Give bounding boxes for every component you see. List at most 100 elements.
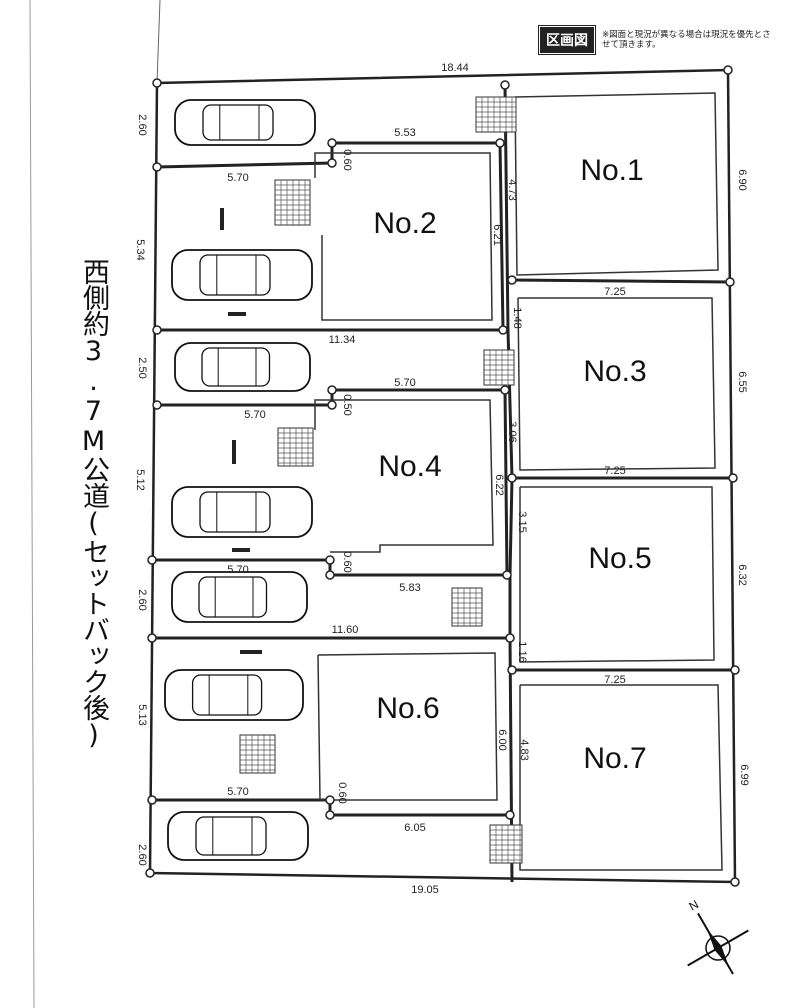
meter-box-icon (451, 587, 483, 627)
car-icon (171, 571, 308, 623)
lot-label-6: No.6 (376, 692, 439, 725)
dimension-label: 3.06 (506, 421, 518, 442)
boundary-marker (495, 138, 505, 148)
dimension-label: 0.60 (336, 782, 348, 803)
lot-1-3-line (511, 278, 731, 284)
dimension-label: 5.70 (394, 377, 415, 389)
car-icon (171, 249, 313, 301)
parking-cars (164, 99, 316, 861)
dimension-label: 6.32 (736, 564, 748, 585)
dimension-label: 4.83 (518, 739, 530, 760)
dimension-label: 4.73 (506, 179, 518, 200)
boundary-marker (728, 473, 738, 483)
dimension-label: 5.70 (244, 409, 265, 421)
boundary-marker (498, 325, 508, 335)
ground-mark (220, 208, 224, 230)
road-edge-line (156, 0, 161, 84)
meter-box-icon (475, 96, 517, 133)
lot-label-3: No.3 (583, 355, 646, 388)
lot-label-7: No.7 (583, 742, 646, 775)
ground-mark (232, 440, 236, 464)
boundary-marker (325, 570, 335, 580)
dimension-label: 7.25 (604, 465, 625, 477)
dimension-label: 0.60 (341, 551, 353, 572)
dimension-label: 11.34 (329, 334, 356, 346)
legend-note: ※図面と現況が異なる場合は現況を優先とさせて頂きます。 (602, 30, 771, 50)
dimension-label: 5.70 (227, 786, 248, 798)
boundary-marker (723, 65, 733, 75)
boundary-marker (502, 570, 512, 580)
dimension-label: 1.16 (516, 641, 528, 662)
dimension-label: 18.44 (441, 62, 469, 74)
dimension-label: 3.15 (516, 511, 528, 532)
road-label: 西側約3.7M公道(セットバック後) (78, 258, 109, 750)
ground-mark (232, 548, 250, 552)
site-boundary (148, 68, 737, 884)
dimension-label: 0.60 (341, 149, 353, 170)
meter-boxes (239, 96, 523, 864)
boundary-marker (327, 138, 337, 148)
dimension-label: 5.70 (227, 172, 248, 184)
legend-title: 区画図 (538, 25, 596, 55)
lot-2-boundary (156, 141, 505, 332)
lot-lines (152, 84, 735, 883)
ground-mark (240, 650, 262, 654)
meter-box-icon (277, 427, 314, 467)
dimension-label: 19.05 (411, 884, 439, 896)
boundary-marker (500, 385, 510, 395)
meter-box-icon (483, 349, 515, 386)
boundary-markers (145, 65, 740, 887)
north-arrow-icon: N (687, 897, 749, 975)
boundary-marker (725, 277, 735, 287)
boundary-marker (507, 473, 517, 483)
dimension-label: 5.83 (399, 582, 420, 594)
lot-label-2: No.2 (373, 207, 436, 240)
boundary-marker (152, 400, 162, 410)
dimension-label: 6.00 (496, 729, 508, 750)
meter-box-icon (239, 734, 276, 774)
north-label: N (687, 897, 702, 913)
dimension-label: 1.48 (511, 307, 523, 328)
road-edge-line (29, 0, 35, 1008)
lot-labels: No.1No.2No.3No.4No.5No.6No.7 (373, 154, 651, 775)
dimension-label: 5.53 (394, 127, 415, 139)
boundary-marker (325, 795, 335, 805)
lot-label-4: No.4 (378, 450, 441, 483)
dimension-label: 5.13 (136, 704, 148, 725)
lot-label-1: No.1 (580, 154, 643, 187)
boundary-marker (147, 555, 157, 565)
boundary-marker (152, 78, 162, 88)
boundary-marker (507, 275, 517, 285)
boundary-marker (147, 633, 157, 643)
boundary-marker (327, 400, 337, 410)
boundary-marker (152, 325, 162, 335)
dimension-label: 2.60 (136, 844, 148, 865)
boundary-marker (152, 162, 162, 172)
lot-4-boundary (152, 388, 509, 577)
boundary-marker (325, 810, 335, 820)
lot-label-5: No.5 (588, 542, 651, 575)
building-footprints (314, 92, 723, 871)
boundary-marker (505, 810, 515, 820)
dimension-label: 2.60 (136, 114, 148, 135)
boundary-marker (730, 665, 740, 675)
car-icon (164, 669, 304, 721)
car-icon (167, 811, 309, 861)
flag-lot-divider (503, 84, 514, 883)
dimension-label: 2.60 (136, 589, 148, 610)
boundary-marker (327, 385, 337, 395)
dimension-label: 6.99 (738, 764, 750, 785)
ground-mark (228, 312, 246, 316)
car-icon (171, 486, 313, 538)
dimension-label: 6.21 (491, 224, 503, 245)
legend: 区画図 ※図面と現況が異なる場合は現況を優先とさせて頂きます。 (538, 25, 772, 55)
boundary-marker (505, 633, 515, 643)
dimension-label: 5.12 (134, 469, 146, 490)
dimension-label: 6.55 (736, 371, 748, 392)
dimension-label: 7.25 (604, 286, 625, 298)
dimension-label: 2.50 (136, 357, 148, 378)
boundary-marker (325, 555, 335, 565)
